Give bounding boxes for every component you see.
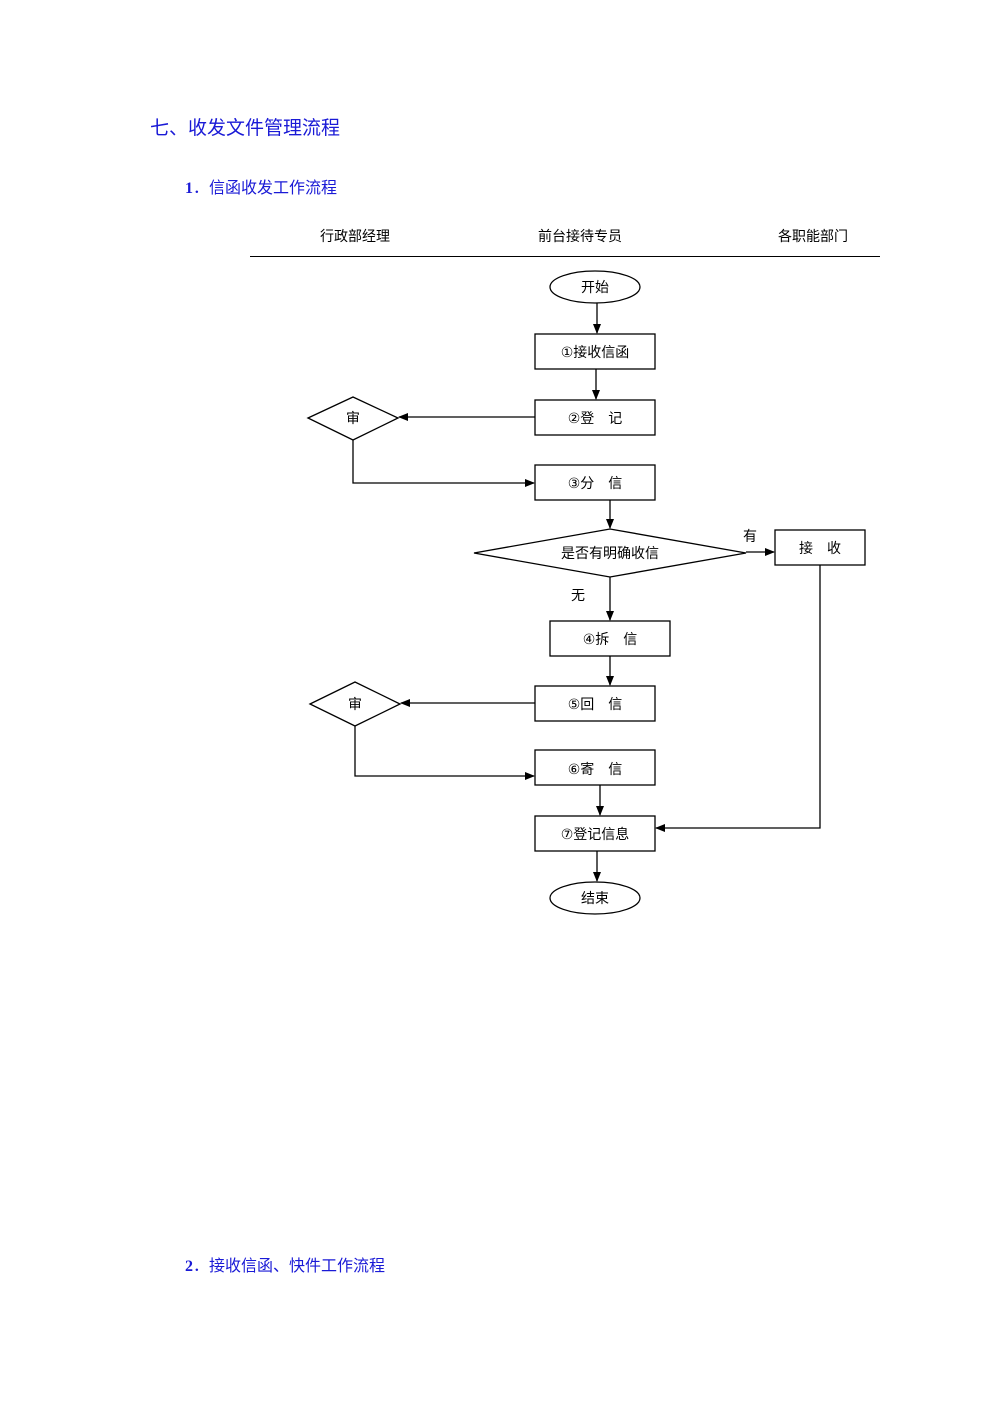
- column-header-departments: 各职能部门: [778, 229, 848, 245]
- review2-label: 审: [348, 697, 362, 713]
- subsection-dot: ．: [193, 1256, 210, 1275]
- column-header-front-desk: 前台接待专员: [538, 229, 622, 245]
- step4-box: [549, 620, 671, 657]
- decision-diamond: [473, 528, 747, 578]
- step5-box: [534, 685, 656, 722]
- step7-label: ⑦登记信息: [561, 826, 630, 843]
- step6-box: [534, 749, 656, 786]
- receive-box: [774, 529, 866, 566]
- review1-label: 审: [346, 411, 360, 427]
- no-label: 无: [571, 588, 585, 604]
- end-node: [549, 881, 641, 915]
- arrow-receive-step7: [655, 565, 821, 832]
- subsection-text: 接收信函、快件工作流程: [209, 1256, 386, 1275]
- step7-box: [534, 815, 656, 852]
- arrow-review2-step6: [354, 726, 535, 780]
- step5-label: ⑤回 信: [568, 697, 623, 713]
- receive-label: 接 收: [799, 540, 841, 557]
- step2-box: [534, 399, 656, 436]
- header-rule: [250, 256, 880, 257]
- step1-box: [534, 333, 656, 370]
- step2-label: ②登 记: [568, 411, 623, 427]
- step6-label: ⑥寄 信: [568, 761, 623, 778]
- subsection-number: 1: [185, 180, 193, 197]
- subsection-title-2: 2．接收信函、快件工作流程: [185, 1252, 385, 1276]
- step3-label: ③分 信: [568, 476, 623, 492]
- subsection-number: 2: [185, 1258, 193, 1275]
- start-node: [549, 270, 641, 304]
- end-label: 结束: [581, 891, 609, 907]
- subsection-text: 信函收发工作流程: [209, 178, 338, 197]
- subsection-title-1: 1．信函收发工作流程: [185, 174, 337, 198]
- step3-box: [534, 464, 656, 501]
- start-label: 开始: [581, 280, 609, 296]
- yes-label: 有: [743, 529, 757, 545]
- step1-label: ①接收信函: [561, 344, 630, 361]
- column-header-admin-manager: 行政部经理: [320, 229, 390, 245]
- arrow-review1-step3: [352, 440, 535, 487]
- section-title: 七、收发文件管理流程: [150, 117, 341, 139]
- step4-label: ④拆 信: [583, 632, 638, 648]
- decision-label: 是否有明确收信: [561, 546, 659, 562]
- subsection-dot: ．: [193, 178, 210, 197]
